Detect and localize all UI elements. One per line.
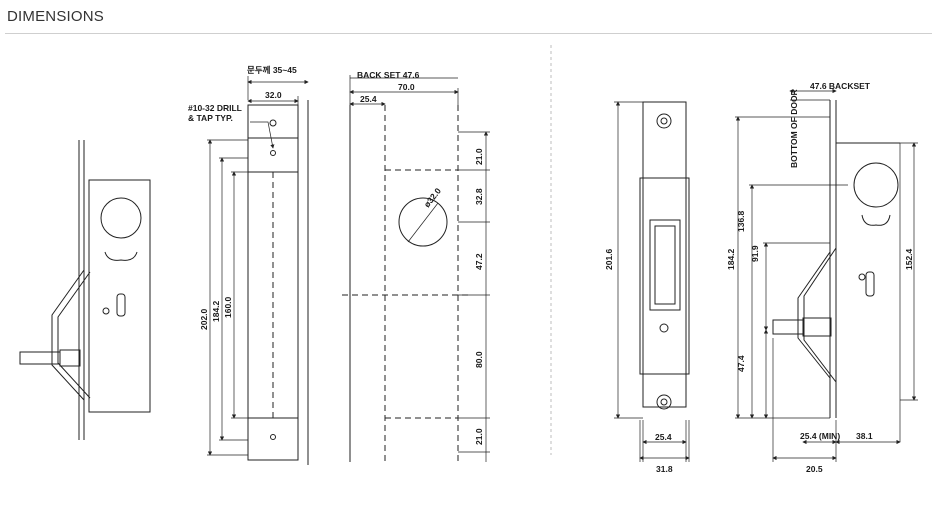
label-201-6: 201.6 (604, 248, 614, 270)
label-25-4-top: 25.4 (360, 94, 377, 104)
label-drill: #10-32 DRILL (188, 103, 242, 113)
label-20-5: 20.5 (806, 464, 823, 474)
label-47-4: 47.4 (736, 355, 746, 372)
label-47-2: 47.2 (474, 253, 484, 270)
label-backset-top: BACK SET 47.6 (357, 70, 420, 80)
label-160-0: 160.0 (223, 296, 233, 318)
label-25-4-min: 25.4 (MIN) (800, 431, 840, 441)
label-bottom-of-door: BOTTOM OF DOOR (789, 89, 799, 168)
installed-side-view (735, 88, 918, 462)
label-diameter-32: ø32.0 (422, 186, 443, 209)
label-91-9: 91.9 (750, 245, 760, 262)
label-backset-right: 47.6 BACKSET (810, 81, 871, 91)
label-38-1: 38.1 (856, 431, 873, 441)
label-faceplate-width: 32.0 (265, 90, 282, 100)
label-door-thickness: 문두께 35~45 (247, 65, 297, 75)
label-31-8: 31.8 (656, 464, 673, 474)
label-202-0: 202.0 (199, 308, 209, 330)
label-70-0: 70.0 (398, 82, 415, 92)
label-184-2-right: 184.2 (726, 248, 736, 270)
label-32-8: 32.8 (474, 188, 484, 205)
title-divider (5, 33, 932, 34)
faceplate-view (207, 76, 309, 465)
label-152-4: 152.4 (904, 248, 914, 270)
strike-plate-view (614, 101, 690, 462)
label-tap: & TAP TYP. (188, 113, 233, 123)
lock-side-view (19, 140, 151, 440)
label-136-8: 136.8 (736, 210, 746, 232)
label-21-0-top: 21.0 (474, 148, 484, 165)
label-21-0-bottom: 21.0 (474, 428, 484, 445)
label-25-4-bottom: 25.4 (655, 432, 672, 442)
label-80-0: 80.0 (474, 351, 484, 368)
page-title: DIMENSIONS (7, 8, 105, 25)
label-184-2-left: 184.2 (211, 300, 221, 322)
door-prep-view (342, 75, 490, 462)
